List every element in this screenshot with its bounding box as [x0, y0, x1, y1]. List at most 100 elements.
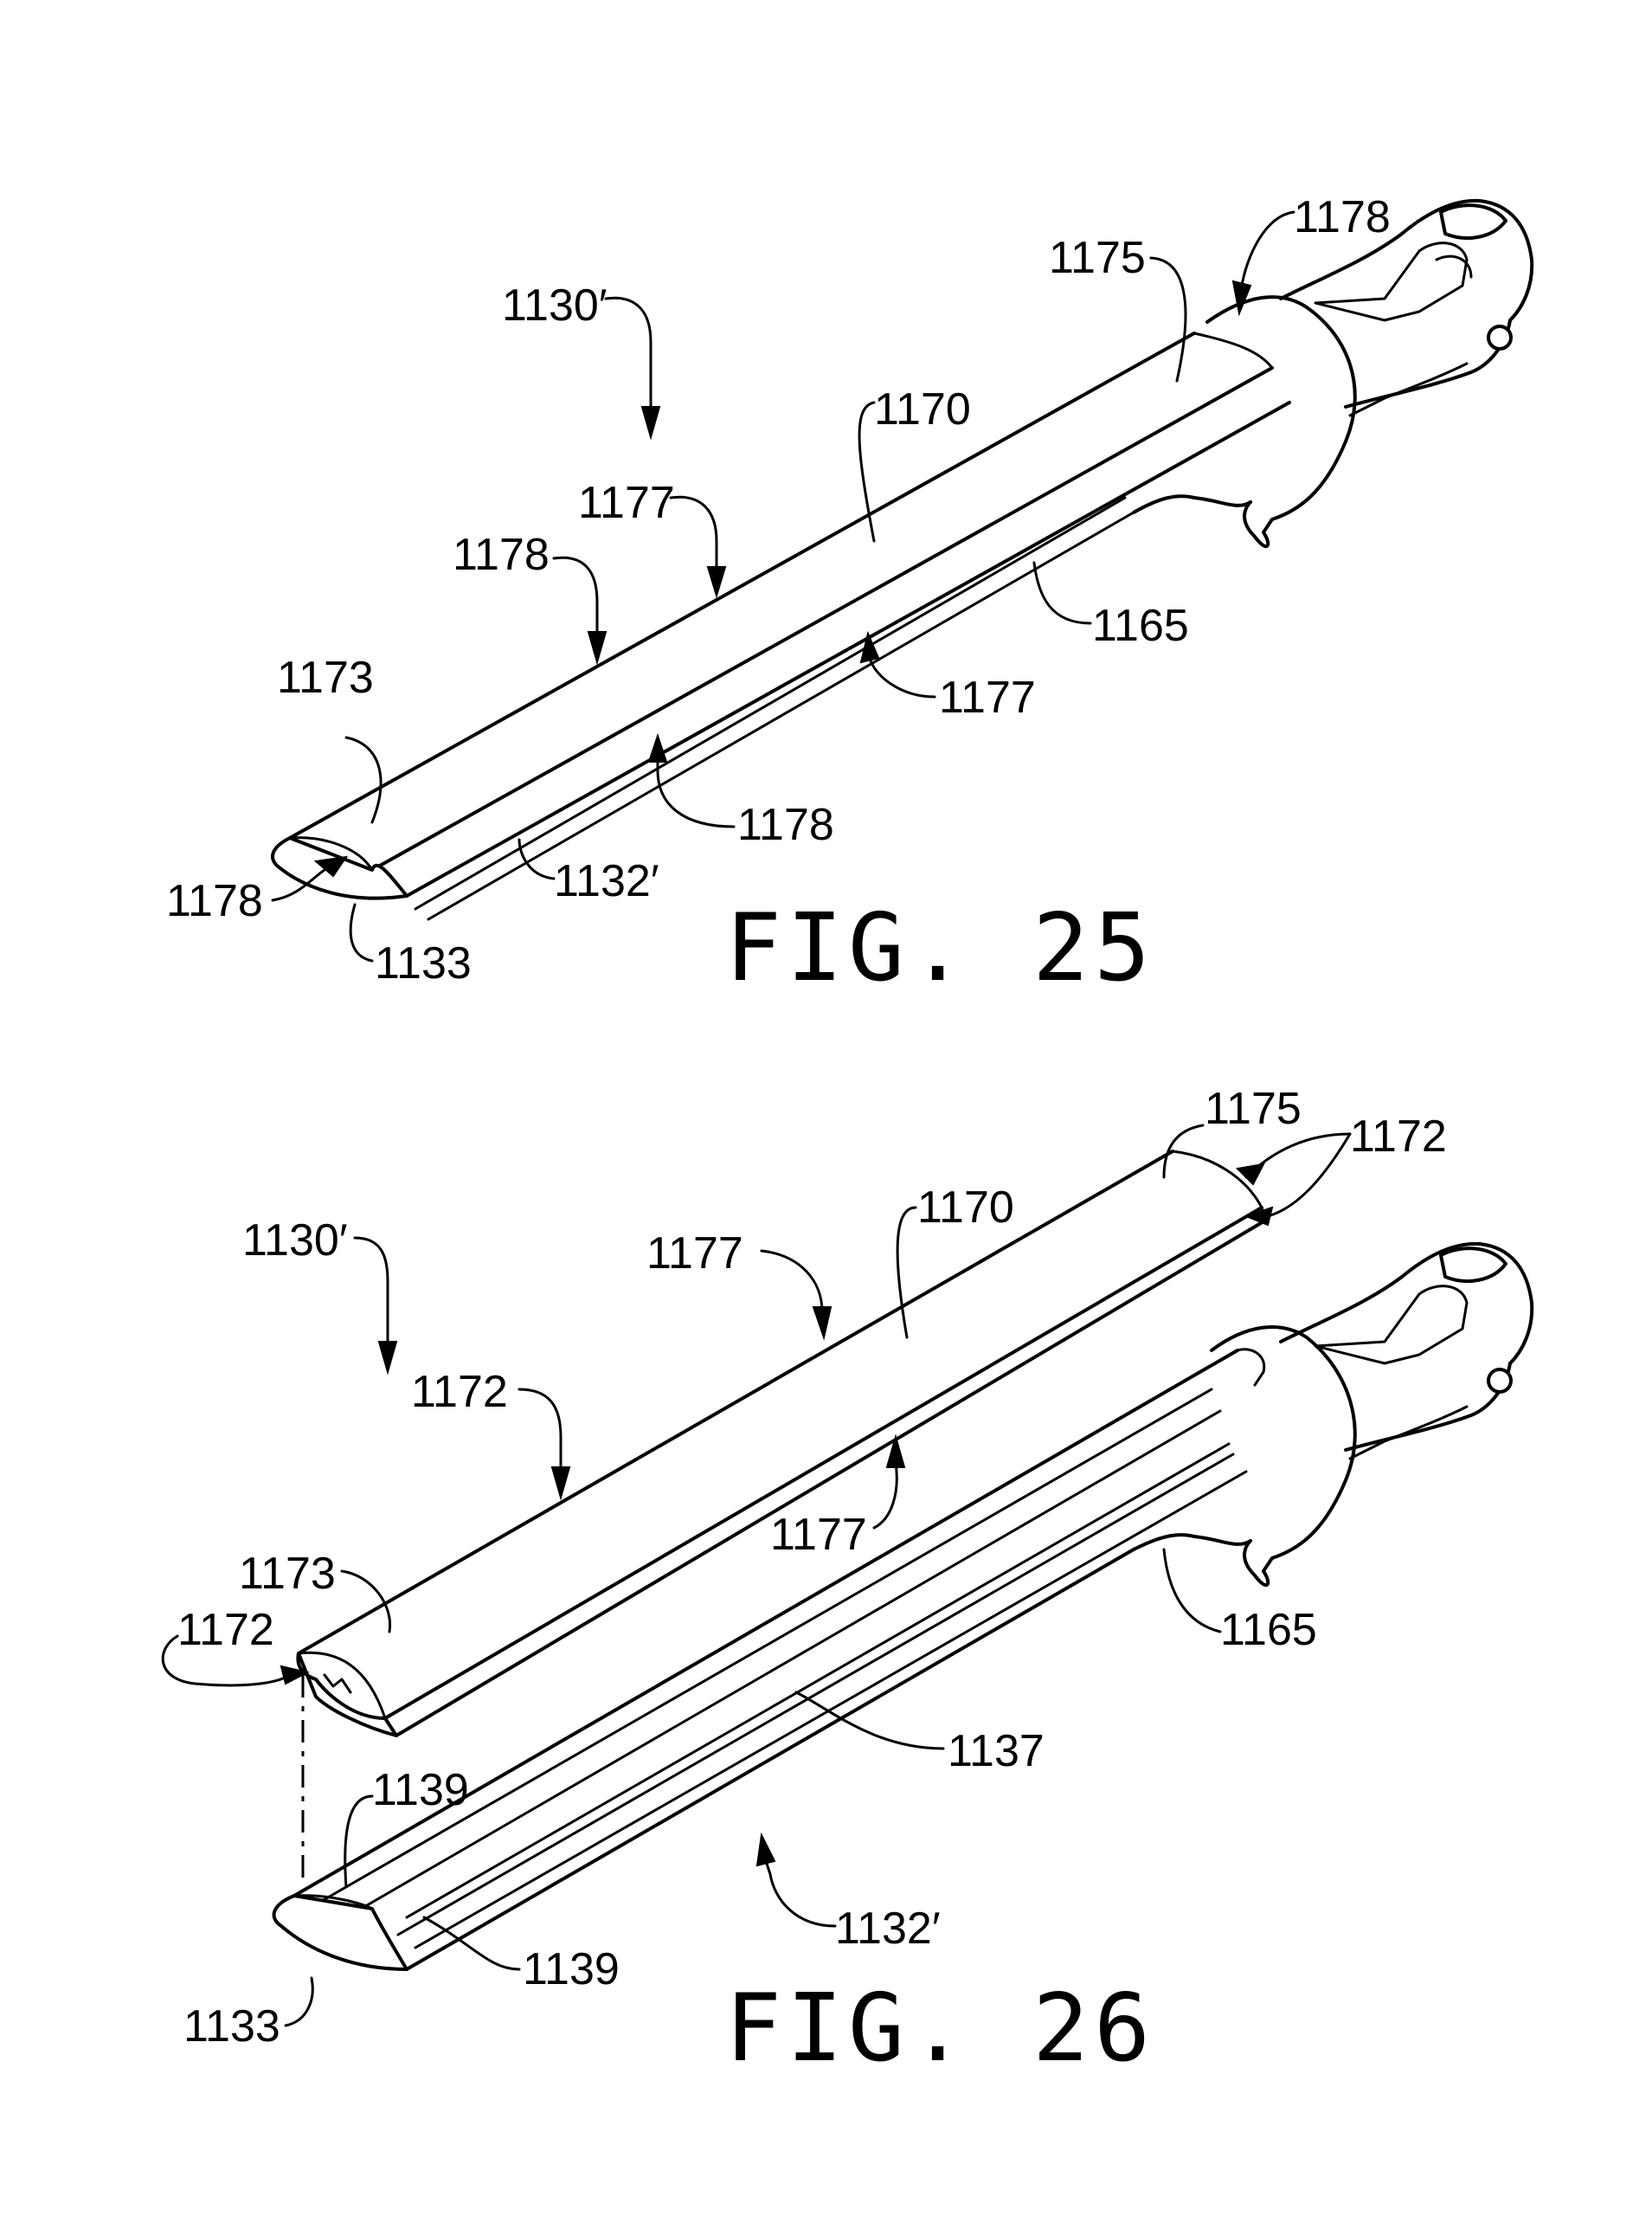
fig25-arrow-1178-left — [587, 631, 607, 666]
fig26-label-body: 1165 — [1220, 1605, 1317, 1655]
fig26-label-assembly: 1130′ — [242, 1215, 348, 1266]
fig26-label-distal-end: 1133 — [183, 2001, 280, 2052]
fig25-pivot-pin — [1487, 325, 1513, 351]
fig26-leader-1175 — [1162, 1124, 1205, 1179]
fig26-jaw-slot — [1314, 1285, 1469, 1365]
fig25-arrow-1177-top — [706, 566, 727, 599]
fig26-jaw-edge — [1348, 1405, 1469, 1460]
fig26-distal-curve — [292, 1894, 374, 1910]
fig26-label-tab-c: 1172 — [177, 1605, 274, 1655]
fig26-cover-ridge — [383, 1206, 1263, 1720]
fig25-label-seam-b: 1178 — [166, 876, 263, 926]
fig26-label-tab-a: 1172 — [411, 1367, 508, 1417]
fig25-jaw-lower — [1344, 319, 1512, 409]
fig26-arrow-1172-right-top — [1235, 1163, 1265, 1186]
fig25-leader-1170 — [858, 401, 876, 543]
fig26-leader-1170 — [896, 1206, 917, 1339]
fig26-jaw-lower — [1344, 1362, 1512, 1452]
fig25-label-channel: 1132′ — [554, 856, 659, 906]
fig25-label-cover: 1170 — [874, 384, 971, 435]
fig25-instrument — [271, 198, 1534, 921]
fig26-instrument — [272, 1241, 1534, 1971]
fig26-pivot-pin — [1487, 1368, 1513, 1394]
fig25-leader-1178-top — [1240, 210, 1295, 287]
fig25-label-seam-c: 1178 — [737, 800, 834, 850]
fig26-leader-1177-top — [760, 1249, 824, 1313]
fig26-channel-rail-2 — [344, 1409, 1222, 1919]
fig26-arrow-1172-left — [550, 1466, 571, 1501]
fig25-channel-edge — [427, 511, 1135, 921]
fig26-channel-outer-bottom — [405, 1548, 1135, 1971]
fig25-label-edge-a: 1177 — [578, 478, 675, 528]
fig26-label-slot: 1137 — [948, 1726, 1045, 1776]
fig25-leader-1178-left — [552, 556, 599, 638]
fig26-cover-tab-notch — [323, 1673, 352, 1694]
fig26-label-edge-a: 1177 — [646, 1228, 743, 1279]
fig25-leader-1177-top — [669, 495, 718, 573]
fig25-distal-cap-curve — [288, 836, 374, 872]
fig25-leader-1133 — [349, 903, 374, 963]
fig26-slot-lower — [405, 1442, 1231, 1919]
fig25-label-seam-d: 1178 — [1294, 192, 1391, 242]
fig26-label-cover: 1170 — [917, 1182, 1014, 1233]
figure-25: 1130′ 1177 1178 1173 1178 1133 1132′ 117… — [166, 192, 1534, 1002]
fig25-arrow-1178-distal — [313, 855, 349, 878]
fig26-label-rail-b: 1139 — [523, 1944, 620, 1994]
fig26-arrow-1177-bottom — [885, 1433, 906, 1468]
fig25-cover-proximal-curve — [1192, 332, 1274, 370]
fig26-label-cover-proximal: 1175 — [1205, 1084, 1302, 1134]
fig25-distal-cap — [271, 836, 408, 900]
fig26-leader-1132 — [764, 1859, 837, 1928]
fig25-cover-top-edge — [288, 332, 1196, 840]
fig25-collar — [1205, 295, 1357, 549]
fig25-label-edge-b: 1177 — [939, 673, 1036, 723]
fig26-body-lower — [1132, 1533, 1252, 1551]
fig25-label-distal-end: 1133 — [375, 938, 472, 989]
fig25-jaw-inner — [1435, 254, 1473, 279]
fig26-label-tab-b: 1172 — [1350, 1111, 1447, 1162]
fig26-leader-1177-bottom — [872, 1461, 898, 1530]
fig26-arrow-1172-distal — [280, 1665, 310, 1685]
fig26-cover-distal-cap — [296, 1652, 398, 1737]
fig26-leader-1173 — [340, 1569, 392, 1633]
fig26-channel-rail-4 — [414, 1470, 1248, 1949]
fig26-label-rail-a: 1139 — [372, 1765, 469, 1815]
fig26-arrow-1177-top — [812, 1306, 832, 1341]
fig25-arrow-1130 — [640, 406, 661, 441]
fig25-arrow-1178-bottom — [647, 732, 668, 763]
fig25-arrow-1178-top — [1231, 280, 1252, 317]
figure-26: 1130′ 1172 1177 1170 1175 1172 1177 1173… — [161, 1084, 1534, 2083]
fig25-leader-1165 — [1032, 561, 1092, 625]
fig26-channel-rail-1 — [314, 1388, 1213, 1906]
fig26-pivot-cap — [1439, 1246, 1507, 1283]
fig26-jaw-upper — [1279, 1241, 1534, 1365]
fig25-leader-1178-bottom — [656, 756, 736, 828]
fig25-leaders — [271, 210, 1295, 963]
fig26-labels: 1130′ 1172 1177 1170 1175 1172 1177 1173… — [177, 1084, 1447, 2052]
fig26-leader-1133 — [284, 1976, 314, 2027]
fig26-leader-1137 — [794, 1691, 945, 1750]
fig25-body-lower — [1132, 494, 1252, 514]
fig25-jaw-edge — [1348, 362, 1469, 417]
fig26-leader-1172-left — [517, 1388, 562, 1473]
fig25-pivot-cap — [1439, 203, 1507, 240]
fig25-cover-ridge — [370, 366, 1274, 872]
fig26-cover-proximal-curve — [1171, 1150, 1267, 1222]
fig25-jaw-upper — [1279, 198, 1534, 322]
fig25-leader-1173 — [344, 736, 382, 824]
fig26-leader-1139-top — [344, 1794, 374, 1889]
fig26-leader-1139-bottom — [422, 1916, 521, 1971]
fig26-leader-1165 — [1162, 1548, 1222, 1633]
fig26-leader-1172-right-2 — [1266, 1132, 1352, 1218]
fig26-collar — [1210, 1325, 1357, 1588]
fig26-label-channel: 1132′ — [835, 1904, 941, 1954]
fig26-distal-cap — [272, 1894, 408, 1971]
fig26-leader-1172-right — [1244, 1132, 1352, 1179]
fig26-label-edge-b: 1177 — [770, 1510, 867, 1560]
fig25-label-assembly: 1130′ — [502, 280, 607, 331]
fig26-label-cover-distal: 1173 — [239, 1549, 336, 1599]
fig25-leader-1132 — [517, 838, 556, 880]
fig26-cover-distal-curve — [297, 1651, 387, 1720]
